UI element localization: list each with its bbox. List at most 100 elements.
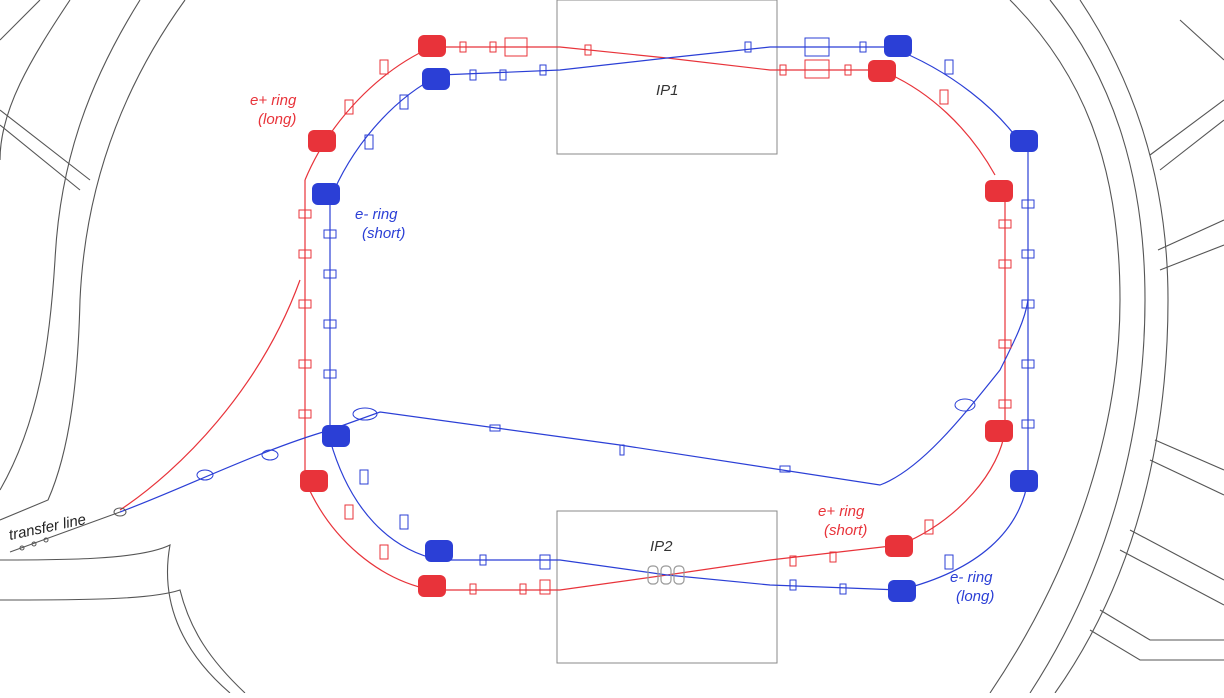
cavity-icon — [261, 449, 279, 461]
quadrupole-magnet-icon — [998, 339, 1012, 349]
dipole-magnet-icon — [985, 420, 1013, 442]
quadrupole-magnet-icon — [499, 69, 507, 81]
dipole-magnet-icon — [1010, 130, 1038, 152]
quadrupole-magnet-icon — [1021, 419, 1035, 429]
quadrupole-magnet-icon — [469, 69, 477, 81]
quadrupole-magnet-icon — [944, 59, 954, 75]
quadrupole-magnet-icon — [1021, 249, 1035, 259]
positron-long-label-line1: e+ ring — [250, 92, 297, 109]
cavity-icon — [954, 398, 976, 412]
positron-quadrupoles — [298, 37, 1012, 595]
dipole-magnet-icon — [422, 68, 450, 90]
quadrupole-magnet-icon — [1021, 299, 1035, 309]
quadrupole-magnet-icon — [344, 99, 354, 115]
dipole-magnet-icon — [425, 540, 453, 562]
quadrupole-magnet-icon — [789, 555, 797, 567]
quadrupole-magnet-icon — [323, 369, 337, 379]
cavity-icon — [660, 565, 672, 585]
transfer-line — [9, 507, 127, 553]
quadrupole-magnet-icon — [379, 544, 389, 560]
quadrupole-magnet-icon — [998, 219, 1012, 229]
quadrupole-magnet-icon — [1021, 199, 1035, 209]
positron-dipoles — [300, 35, 1013, 597]
electron-long-label-line2: (long) — [956, 588, 994, 605]
dipole-magnet-icon — [308, 130, 336, 152]
quadrupole-magnet-icon — [944, 554, 954, 570]
quadrupole-magnet-icon — [779, 465, 791, 473]
positron-long-label: e+ ring (long) — [250, 92, 297, 128]
quadrupole-magnet-icon — [379, 59, 389, 75]
cavity-icon — [647, 565, 659, 585]
dipole-magnet-icon — [322, 425, 350, 447]
quadrupole-magnet-icon — [459, 41, 467, 53]
quadrupole-magnet-icon — [489, 41, 497, 53]
quadrupole-magnet-icon — [584, 44, 592, 56]
quadrupole-magnet-icon — [298, 359, 312, 369]
quadrupole-magnet-icon — [504, 37, 528, 57]
electron-short-label-line1: e- ring — [355, 206, 398, 223]
quadrupole-magnet-icon — [998, 259, 1012, 269]
cavity-icon — [196, 469, 214, 481]
ip1-box — [556, 0, 778, 155]
ip2-box — [556, 510, 778, 664]
dipole-magnet-icon — [418, 575, 446, 597]
quadrupole-magnet-icon — [539, 64, 547, 76]
quadrupole-magnet-icon — [859, 41, 867, 53]
cavity-icon — [352, 407, 378, 421]
quadrupole-magnet-icon — [298, 409, 312, 419]
quadrupole-magnet-icon — [744, 41, 752, 53]
quadrupole-magnet-icon — [399, 94, 409, 110]
quadrupole-magnet-icon — [924, 519, 934, 535]
positron-ring — [119, 46, 1006, 591]
electron-long-label-line1: e- ring — [950, 569, 993, 586]
quadrupole-magnet-icon — [298, 249, 312, 259]
quadrupole-magnet-icon — [1021, 359, 1035, 369]
positron-short-label-line2: (short) — [824, 522, 867, 539]
quadrupole-magnet-icon — [298, 209, 312, 219]
dipole-magnet-icon — [868, 60, 896, 82]
dipole-magnet-icon — [885, 535, 913, 557]
dipole-magnet-icon — [888, 580, 916, 602]
electron-long-label: e- ring (long) — [950, 569, 994, 605]
quadrupole-magnet-icon — [539, 579, 551, 595]
ip1-label: IP1 — [656, 82, 679, 99]
quadrupole-magnet-icon — [539, 554, 551, 570]
electron-ring — [119, 46, 1029, 591]
quadrupole-magnet-icon — [364, 134, 374, 150]
quadrupole-magnet-icon — [323, 269, 337, 279]
positron-short-label-line1: e+ ring — [818, 503, 865, 520]
quadrupole-magnet-icon — [519, 583, 527, 595]
ip2-label: IP2 — [650, 538, 673, 555]
dipole-magnet-icon — [418, 35, 446, 57]
dipole-magnet-icon — [300, 470, 328, 492]
quadrupole-magnet-icon — [489, 424, 501, 432]
quadrupole-magnet-icon — [469, 583, 477, 595]
quadrupole-magnet-icon — [619, 444, 625, 456]
positron-long-label-line2: (long) — [258, 111, 296, 128]
quadrupole-magnet-icon — [998, 399, 1012, 409]
electron-quadrupoles — [196, 37, 1035, 595]
dipole-magnet-icon — [312, 183, 340, 205]
quadrupole-magnet-icon — [298, 299, 312, 309]
dipole-magnet-icon — [884, 35, 912, 57]
quadrupole-magnet-icon — [323, 229, 337, 239]
ip2-cavities — [647, 565, 685, 585]
cavity-icon — [673, 565, 685, 585]
quadrupole-magnet-icon — [344, 504, 354, 520]
quadrupole-magnet-icon — [399, 514, 409, 530]
electron-short-label: e- ring (short) — [355, 206, 405, 242]
quadrupole-magnet-icon — [844, 64, 852, 76]
quadrupole-magnet-icon — [939, 89, 949, 105]
quadrupole-magnet-icon — [829, 551, 837, 563]
quadrupole-magnet-icon — [779, 64, 787, 76]
dipole-magnet-icon — [1010, 470, 1038, 492]
quadrupole-magnet-icon — [804, 37, 830, 57]
quadrupole-magnet-icon — [479, 554, 487, 566]
electron-dipoles — [312, 35, 1038, 602]
quadrupole-magnet-icon — [839, 583, 847, 595]
electron-short-label-line2: (short) — [362, 225, 405, 242]
quadrupole-magnet-icon — [359, 469, 369, 485]
